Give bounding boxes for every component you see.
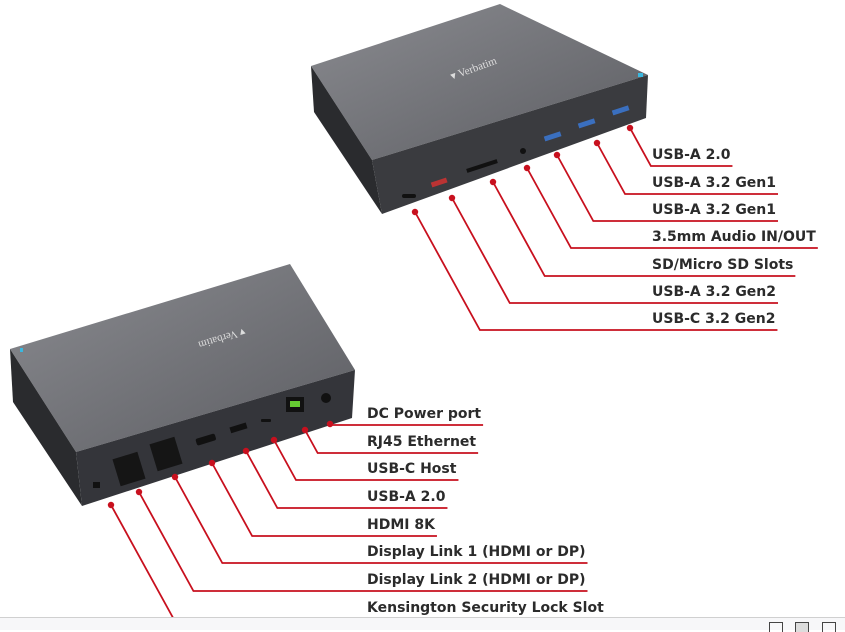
callout-label: SD/Micro SD Slots [652,257,794,273]
callout-dot [411,208,419,216]
usb-a-port [577,118,596,129]
dock-device-rear-view: ▾ Verbatim [10,264,355,506]
callout-line [629,127,733,167]
callout-label: USB-C 3.2 Gen2 [652,311,776,327]
callout-dot [523,164,531,172]
callout-label: 3.5mm Audio IN/OUT [652,229,816,245]
callout-dot [593,139,601,147]
two-page-view-icon[interactable] [822,622,836,632]
callout-dot [107,501,115,509]
single-page-view-icon[interactable] [769,622,783,632]
callout-line [414,211,778,331]
sd-slot [466,159,498,173]
callout-label: USB-A 2.0 [367,489,446,505]
fit-page-view-icon[interactable] [795,622,809,632]
callout-dot [553,151,561,159]
callout-label: USB-A 2.0 [652,147,731,163]
callout-line [556,154,779,222]
callout-line [174,476,588,564]
callout-label: USB-A 3.2 Gen1 [652,202,777,218]
callout-label: RJ45 Ethernet [367,434,477,450]
callout-dot [326,420,334,428]
usb-c-port [402,194,416,198]
callout-line [451,197,779,304]
callout-label: DC Power port [367,406,482,422]
usb-a-port [543,131,562,142]
callout-line [273,439,459,481]
callout-line [596,142,779,195]
callout-dot [208,459,216,467]
callout-dot [270,436,278,444]
led-indicator [638,73,643,77]
callout-line [211,462,437,537]
view-toolbar [0,617,845,632]
callout-label: Display Link 1 (HDMI or DP) [367,544,586,560]
callout-label: Kensington Security Lock Slot [367,600,604,616]
callout-label: USB-A 3.2 Gen2 [652,284,777,300]
usb-a-port [611,105,630,116]
audio-jack [520,148,526,154]
callout-line [526,167,818,249]
callout-dot [171,473,179,481]
callout-label: Display Link 2 (HDMI or DP) [367,572,586,588]
callout-line [304,429,479,454]
callout-dot [242,447,250,455]
callout-label: HDMI 8K [367,517,435,533]
callout-dot [301,426,309,434]
callout-dot [489,178,497,186]
callout-line [245,450,448,509]
callout-line [138,491,588,592]
callout-dot [626,124,634,132]
callout-dot [448,194,456,202]
callout-line [492,181,796,277]
callout-dot [135,488,143,496]
usb-a-gen2-port [430,177,448,188]
callout-label: USB-C Host [367,461,457,477]
callout-label: USB-A 3.2 Gen1 [652,175,777,191]
callout-line [329,423,484,426]
dock-device-front-view: ▾ Verbatim [311,4,648,214]
